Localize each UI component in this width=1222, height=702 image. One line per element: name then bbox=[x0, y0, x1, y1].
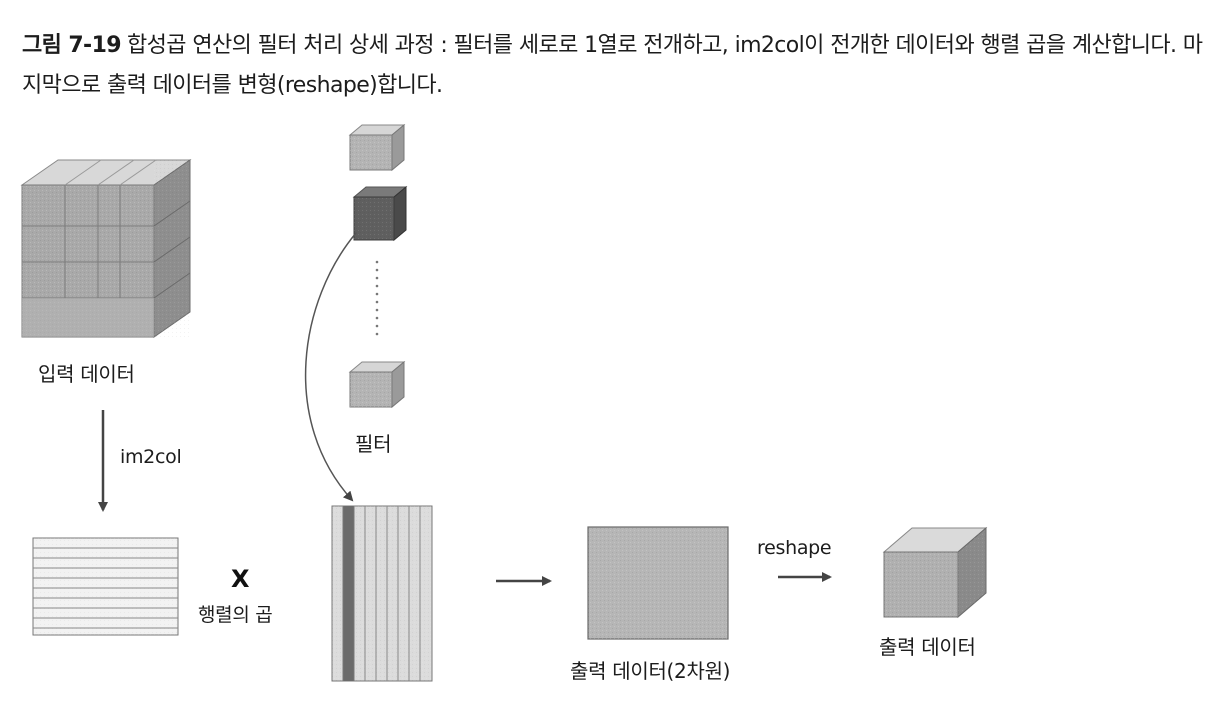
filter-dots bbox=[375, 260, 379, 336]
output-2d-matrix bbox=[587, 526, 729, 640]
caption-text: 합성곱 연산의 필터 처리 상세 과정 : 필터를 세로로 1열로 전개하고, … bbox=[22, 33, 1203, 98]
input-data-label: 입력 데이터 bbox=[38, 362, 135, 386]
reshape-label: reshape bbox=[757, 537, 832, 559]
filter-cube-1 bbox=[348, 123, 406, 172]
filter-cube-3 bbox=[348, 360, 406, 409]
filter-label: 필터 bbox=[355, 432, 392, 456]
output-2d-label: 출력 데이터(2차원) bbox=[570, 659, 731, 683]
im2col-matrix bbox=[32, 537, 179, 636]
filter-matrix bbox=[331, 505, 433, 682]
figure-number: 그림 7-19 bbox=[22, 33, 122, 58]
times-symbol: X bbox=[231, 565, 250, 593]
matmul-label: 행렬의 곱 bbox=[198, 604, 273, 626]
output-data-label: 출력 데이터 bbox=[879, 635, 976, 659]
output-data-cube bbox=[882, 526, 988, 619]
input-data-block bbox=[20, 159, 192, 338]
filter-expand-arrow bbox=[304, 232, 357, 502]
im2col-label: im2col bbox=[120, 446, 182, 468]
filter-cube-2 bbox=[352, 185, 408, 242]
